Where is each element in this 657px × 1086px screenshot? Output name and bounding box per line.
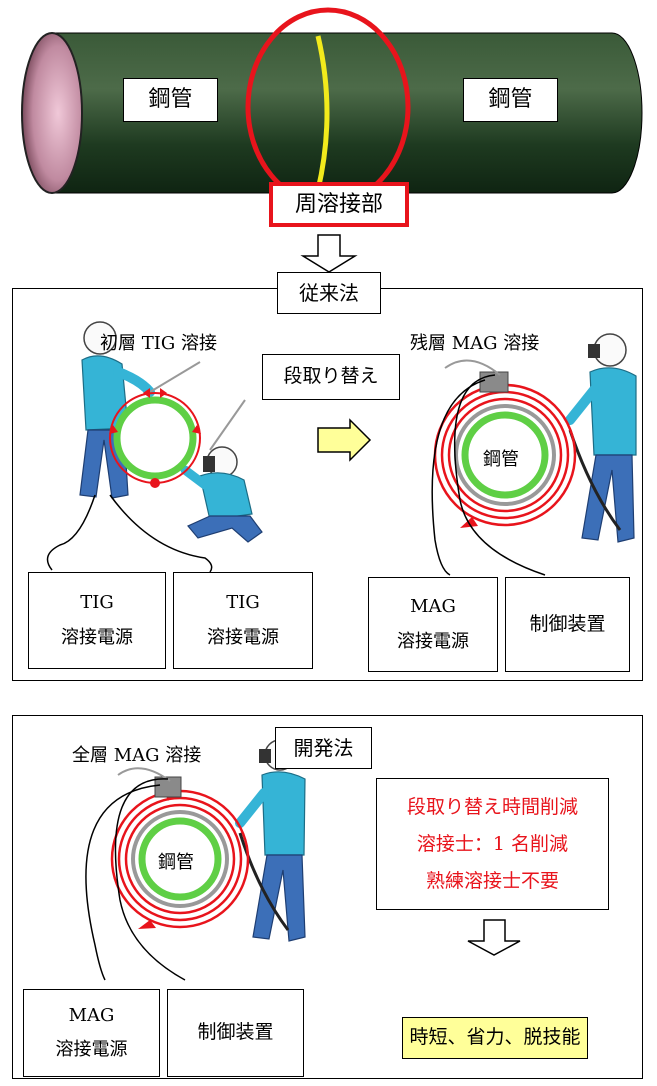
tig-welder-crouching-icon (180, 399, 263, 543)
tig-power-source-1: TIG 溶接電源 (28, 572, 166, 669)
remaining-pass-mag-label: 残層 MAG 溶接 (410, 333, 540, 354)
benefits-box: 段取り替え時間削減 溶接士：1 名削減 熟練溶接士不要 (376, 778, 609, 910)
developed-pipe-ring (138, 817, 222, 901)
result-summary: 時短、省力、脱技能 (402, 1017, 588, 1059)
result-down-arrow (467, 919, 521, 956)
pipe-body (51, 32, 643, 194)
tig-pipe-ring (113, 396, 197, 480)
mag-welder-icon-developed (235, 739, 306, 942)
all-pass-mag-label: 全層 MAG 溶接 (72, 745, 202, 766)
conventional-illustration (46, 321, 637, 576)
developed-method-panel (12, 715, 643, 1079)
pipe-open-end (21, 32, 83, 194)
down-arrow (300, 234, 358, 273)
root-pass-tig-label: 初層 TIG 溶接 (100, 333, 217, 354)
setup-change-label: 段取り替え (262, 354, 400, 400)
benefit-item: 段取り替え時間削減 (406, 795, 578, 818)
weld-part-label: 周溶接部 (269, 182, 409, 227)
mag-welder-icon (565, 333, 637, 543)
developed-method-title: 開発法 (275, 727, 372, 769)
pipe-right-label: 鋼管 (463, 78, 558, 122)
conventional-method-title: 従来法 (277, 272, 381, 314)
pipe-left-label: 鋼管 (123, 78, 218, 122)
steel-pipe-illustration (21, 7, 643, 273)
mag-power-source: MAG 溶接電源 (368, 577, 498, 672)
developed-mag-power-source: MAG 溶接電源 (23, 989, 160, 1077)
mag-pipe-ring (461, 411, 549, 499)
benefit-item: 熟練溶接士不要 (425, 869, 559, 892)
weld-seam (315, 35, 330, 191)
tig-power-source-2: TIG 溶接電源 (173, 572, 313, 669)
benefit-item: 溶接士：1 名削減 (416, 832, 569, 855)
control-unit: 制御装置 (505, 577, 630, 672)
developed-pipe-label: 鋼管 (158, 852, 194, 873)
developed-illustration (85, 739, 521, 981)
conventional-pipe-label: 鋼管 (483, 449, 519, 470)
setup-change-arrow (317, 418, 372, 462)
developed-control-unit: 制御装置 (167, 989, 304, 1077)
